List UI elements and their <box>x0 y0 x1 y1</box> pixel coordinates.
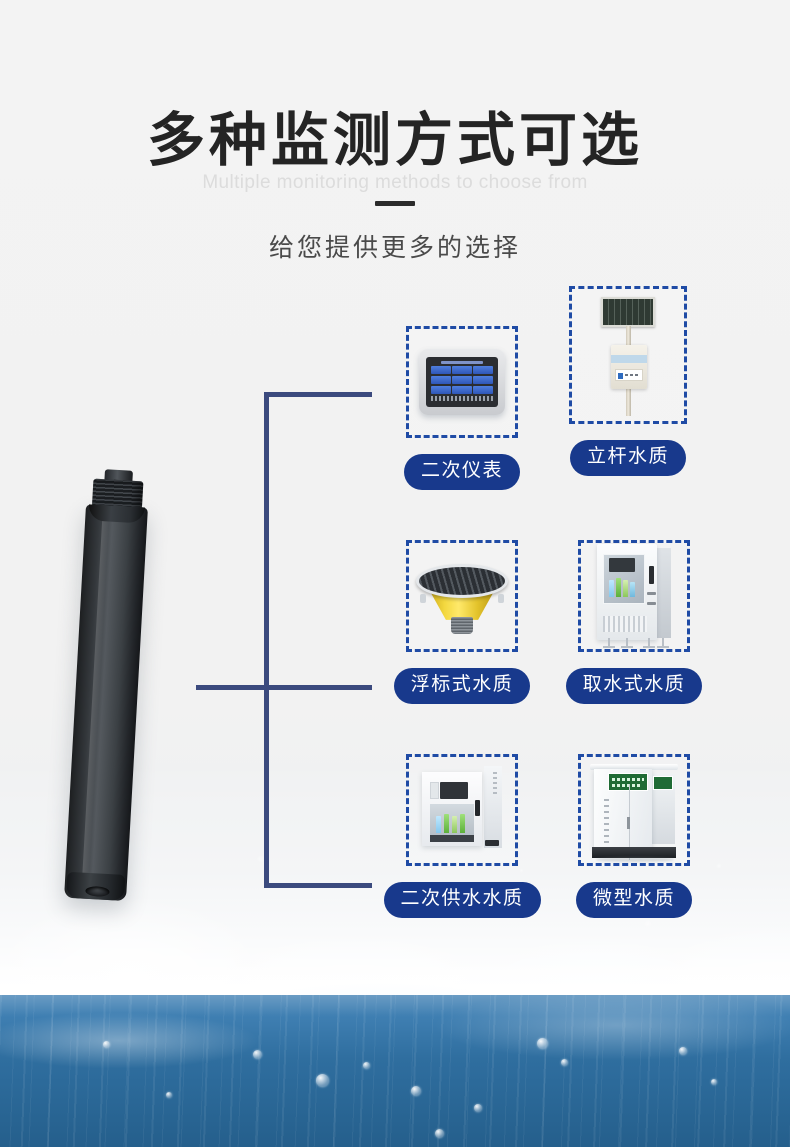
monitoring-buoy-icon <box>414 554 510 638</box>
option-label[interactable]: 浮标式水质 <box>393 667 531 704</box>
water-body <box>0 995 790 1147</box>
bubble <box>316 1074 329 1088</box>
option-image-frame <box>578 753 690 866</box>
bubble <box>434 1128 444 1138</box>
bracket-vertical-line <box>264 392 269 888</box>
buoy-solar-deck <box>416 563 508 598</box>
option-label[interactable]: 微型水质 <box>575 881 692 918</box>
title-divider <box>375 200 415 206</box>
poster-header: 多种监测方式可选 Multiple monitoring methods to … <box>0 108 790 264</box>
bubble <box>474 1104 482 1113</box>
buoy-lug <box>498 593 504 603</box>
solar-panel-icon <box>601 297 655 327</box>
bracket-middle-branch <box>196 685 372 690</box>
option-card-pole-station[interactable]: 立杆水质 <box>558 286 698 490</box>
bracket-bottom-branch <box>264 883 372 888</box>
bracket-connector <box>196 392 376 888</box>
option-card-micro-station[interactable]: 微型水质 <box>558 753 710 918</box>
bracket-top-branch <box>264 392 372 397</box>
outdoor-cabinet-icon <box>588 756 680 864</box>
option-card-secondary-supply[interactable]: 二次供水水质 <box>383 753 541 918</box>
page-title: 多种监测方式可选 <box>146 108 643 173</box>
bubble <box>679 1046 688 1055</box>
buoy-underwater-sensor <box>451 616 473 634</box>
probe-sensor-aperture <box>85 885 110 898</box>
bubble <box>711 1078 717 1085</box>
probe-tip <box>66 871 126 901</box>
option-label[interactable]: 二次供水水质 <box>383 881 541 918</box>
subtitle-chinese: 给您提供更多的选择 <box>268 233 521 262</box>
bubble <box>537 1037 549 1049</box>
option-card-secondary-meter[interactable]: 二次仪表 <box>392 326 532 490</box>
option-card-buoy[interactable]: 浮标式水质 <box>392 539 532 704</box>
option-image-frame <box>406 753 518 866</box>
hmi-display-icon <box>419 349 505 415</box>
monitoring-options-grid: 二次仪表 立杆水质 <box>383 286 722 930</box>
bubble <box>363 1061 371 1069</box>
bubble <box>410 1086 421 1097</box>
subtitle-english: Multiple monitoring methods to choose fr… <box>202 172 588 193</box>
probe-barrel <box>64 504 148 902</box>
bubble <box>102 1040 110 1048</box>
option-label[interactable]: 取水式水质 <box>565 667 703 704</box>
option-image-frame <box>406 539 518 652</box>
options-row-3: 二次供水水质 <box>383 753 722 918</box>
wall-analyzer-icon <box>422 765 502 854</box>
bubble <box>560 1058 568 1066</box>
solar-pole-station-icon <box>593 293 663 417</box>
option-image-frame <box>406 326 518 438</box>
pole-instrument-box <box>611 345 647 389</box>
option-image-frame <box>569 286 687 424</box>
option-card-intake-cabinet[interactable]: 取水式水质 <box>558 539 710 704</box>
option-image-frame <box>578 539 690 652</box>
sensor-probe-image <box>64 469 188 920</box>
option-label[interactable]: 二次仪表 <box>403 454 520 490</box>
options-row-1: 二次仪表 立杆水质 <box>392 286 722 490</box>
bubble <box>252 1049 262 1059</box>
option-label[interactable]: 立杆水质 <box>569 440 686 476</box>
buoy-lug <box>420 593 426 603</box>
options-row-2: 浮标式水质 <box>392 539 722 704</box>
intake-cabinet-icon <box>597 543 671 648</box>
bubble <box>165 1092 172 1099</box>
